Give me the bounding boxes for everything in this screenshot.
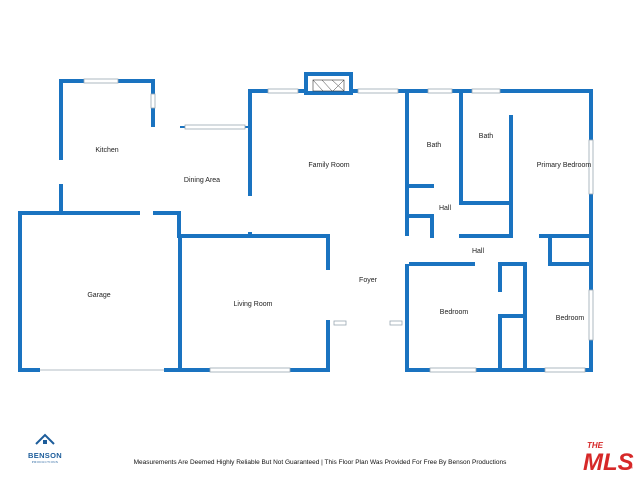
room-label-hall-2: Hall [472, 248, 485, 255]
mls-logo: THE MLS ™ [583, 441, 634, 473]
benson-name: BENSON [28, 451, 62, 460]
room-label-bath-2: Bath [479, 133, 494, 140]
room-label-bedroom-1: Bedroom [440, 309, 469, 316]
doorways [40, 127, 409, 372]
fireplace-icon [304, 72, 353, 95]
room-label-primary-bedroom: Primary Bedroom [537, 162, 592, 169]
disclaimer-text: Measurements Are Deemed Highly Reliable … [133, 459, 507, 466]
room-label-hall-1: Hall [439, 205, 452, 212]
room-label-living-room: Living Room [234, 301, 273, 308]
walls [18, 79, 593, 372]
room-label-bedroom-2: Bedroom [556, 315, 585, 322]
room-label-dining-area: Dining Area [184, 177, 220, 184]
mls-the: THE [587, 441, 604, 450]
room-label-garage: Garage [87, 292, 110, 299]
room-label-kitchen: Kitchen [95, 147, 118, 154]
mls-name: MLS [583, 449, 634, 473]
windows [83, 78, 594, 373]
room-label-bath-1: Bath [427, 142, 442, 149]
benson-sub: PRODUCTIONS [31, 460, 59, 464]
benson-productions-logo: BENSON PRODUCTIONS [24, 432, 66, 464]
room-label-foyer: Foyer [359, 277, 378, 284]
room-label-family-room: Family Room [308, 162, 349, 169]
mls-trademark: ™ [628, 466, 633, 472]
house-icon [35, 433, 55, 445]
